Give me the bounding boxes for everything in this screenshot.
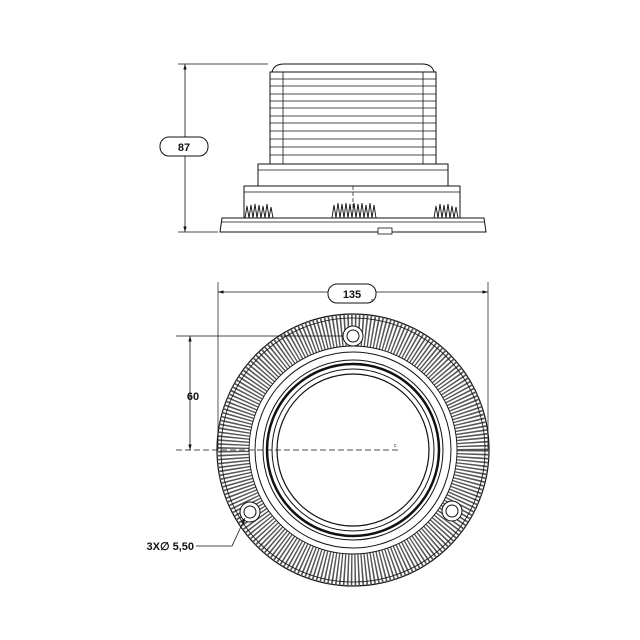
hole-callout-label: 3X∅ 5,50 (146, 541, 194, 553)
hole-callout-leader (196, 517, 246, 547)
top-view (176, 282, 490, 587)
side-view-lens-body (269, 71, 437, 165)
side-view (159, 63, 487, 235)
mounting-hole-right (441, 500, 463, 522)
mounting-hole-top (342, 325, 364, 347)
side-view-collar (257, 163, 449, 187)
hole-spacing-dimension-label: 60 (187, 391, 199, 403)
height-dimension-box (159, 136, 209, 157)
diameter-dimension-box (327, 283, 377, 304)
top-view-serrated-ring (217, 314, 489, 586)
side-view-teeth (244, 202, 459, 219)
diameter-sub-mark: s (371, 298, 374, 304)
side-view-lens-ribs (270, 72, 436, 164)
side-view-dome-top (271, 63, 435, 73)
center-mark: c (394, 443, 397, 449)
diameter-dimension-label: 135 (343, 289, 361, 301)
side-view-tab (377, 227, 393, 235)
mounting-hole-left (239, 501, 261, 523)
side-view-flange (219, 217, 487, 233)
side-view-base (243, 185, 461, 219)
height-dimension-label: 87 (178, 142, 190, 154)
